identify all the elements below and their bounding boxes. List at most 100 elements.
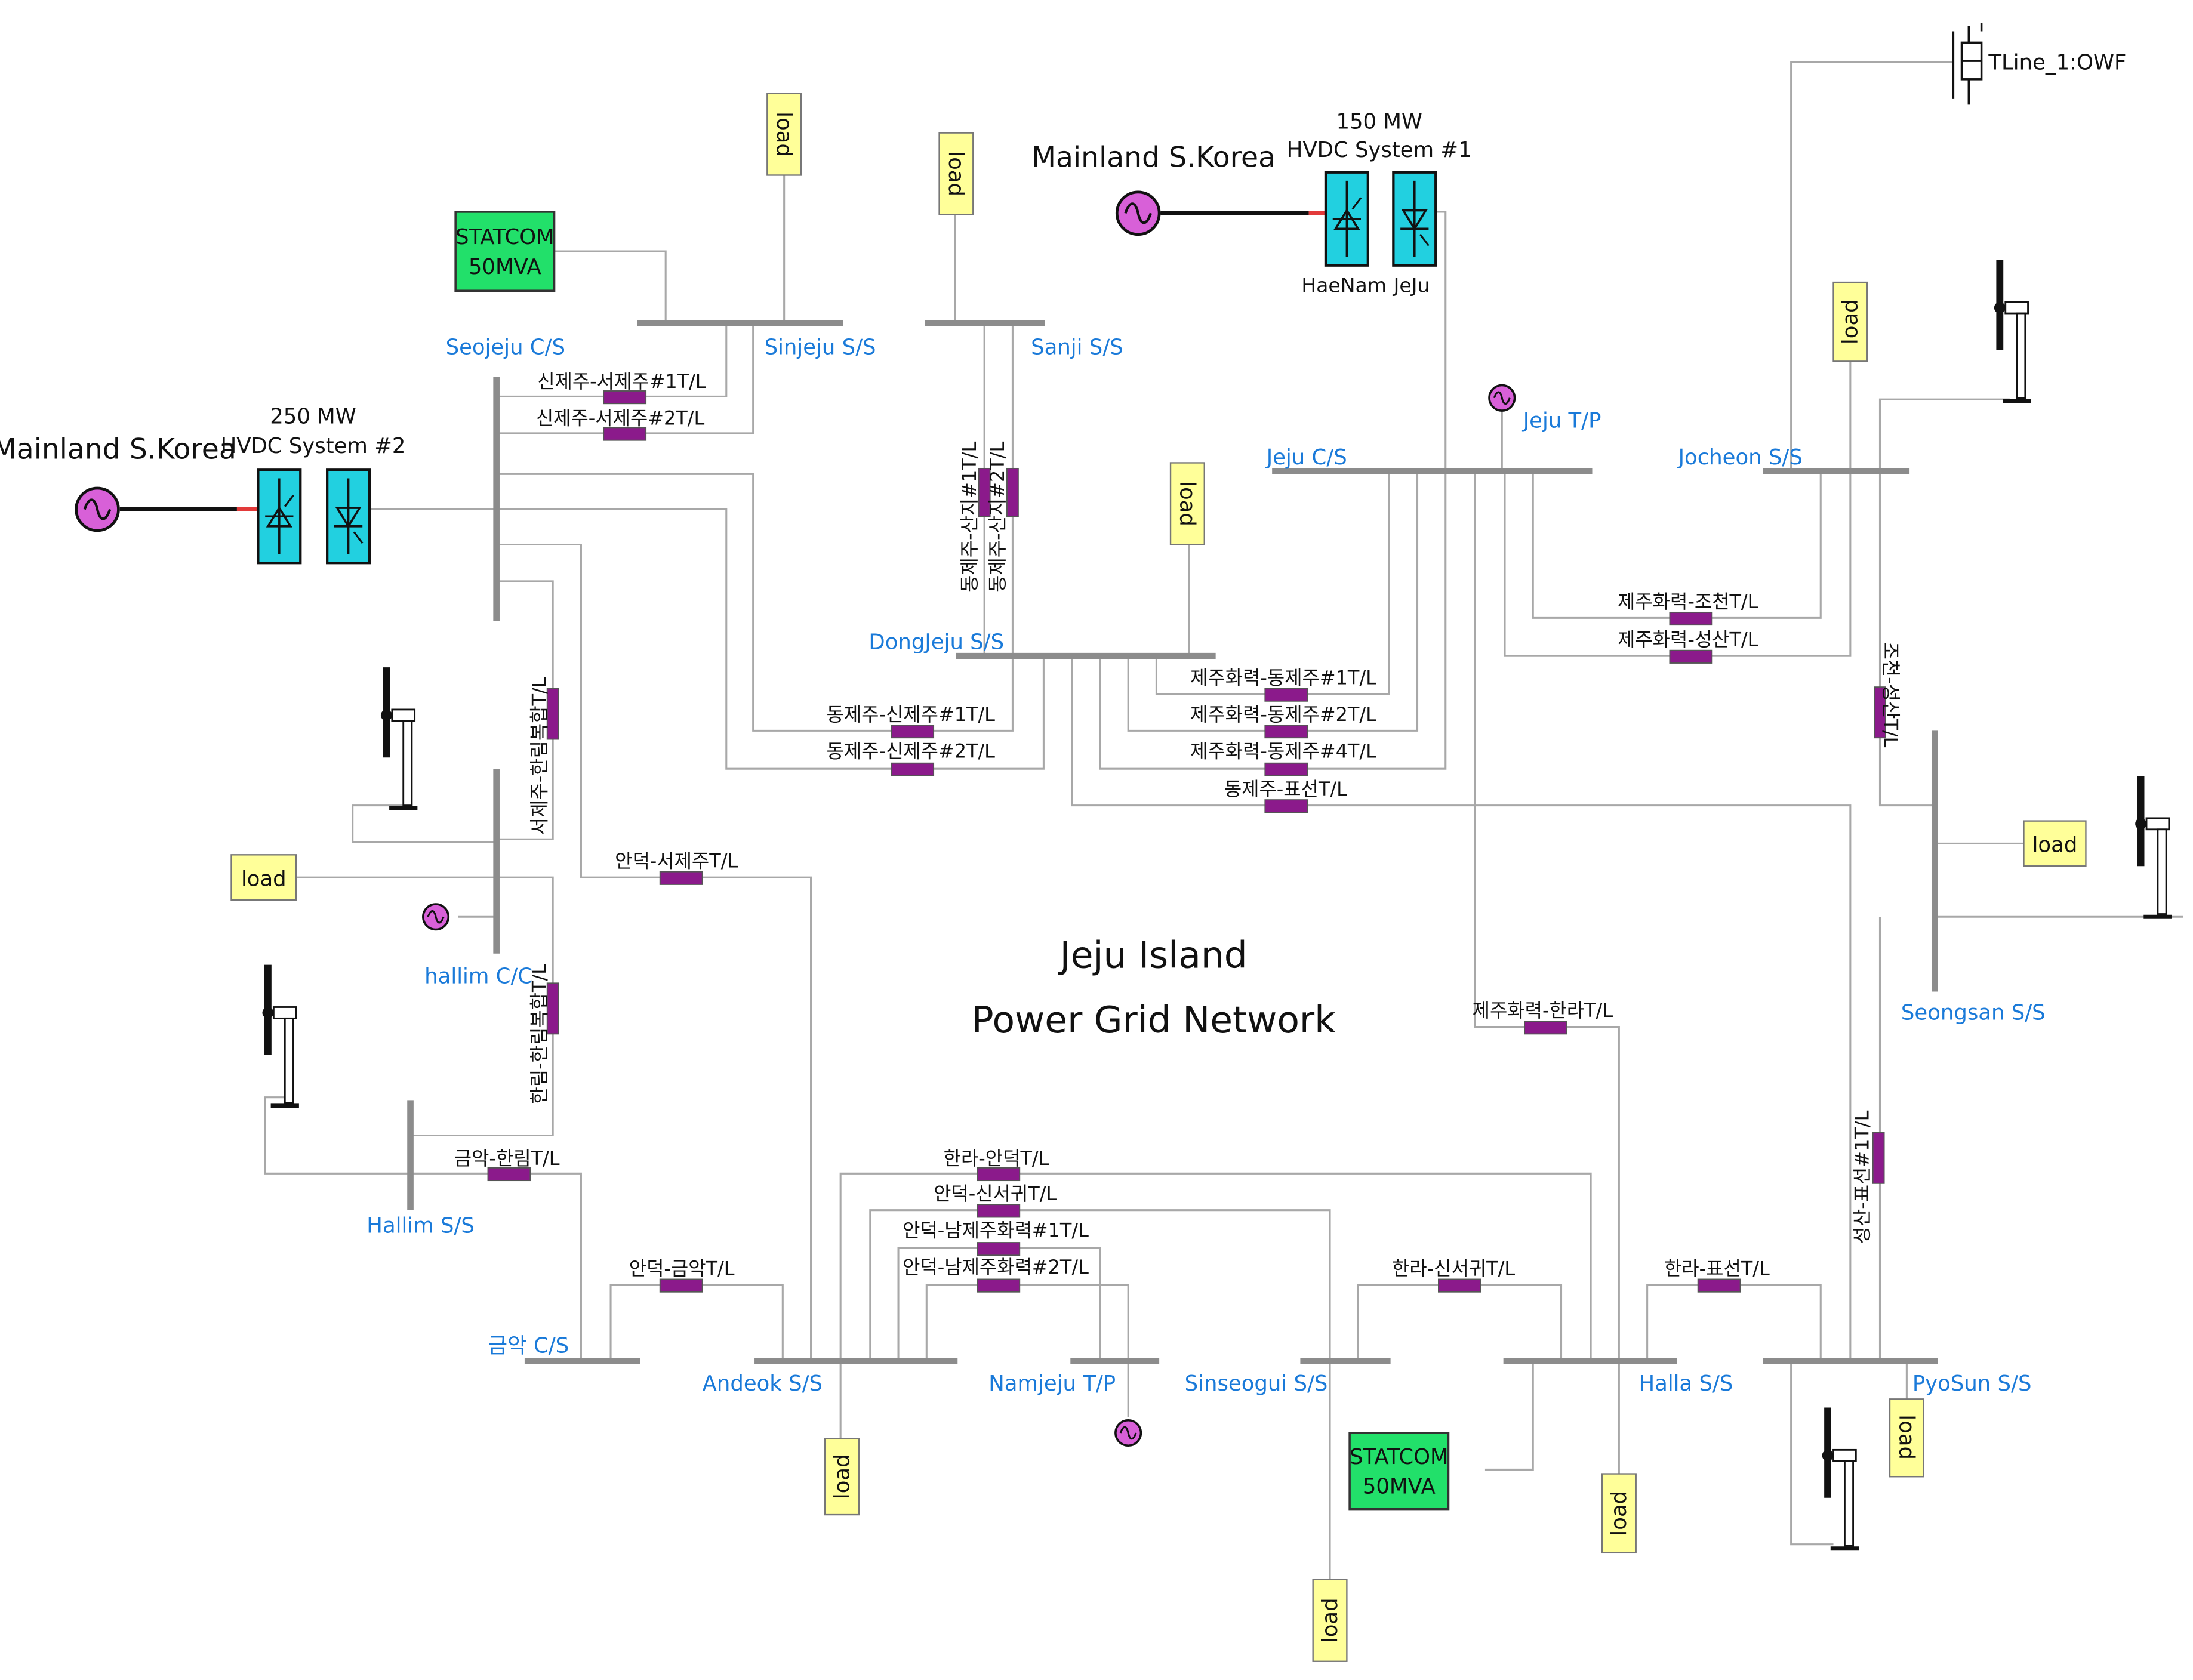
tline-box[interactable]: [1874, 686, 1886, 739]
load-seongsan[interactable]: load: [2023, 820, 2087, 867]
load-dongjeju[interactable]: load: [1169, 462, 1205, 545]
tline-label: 안덕-남제주화력#1T/L: [903, 1219, 1089, 1242]
tline-box[interactable]: [546, 688, 559, 740]
svg-text:load: load: [772, 112, 796, 157]
tline-label: 금악-한림T/L: [454, 1147, 560, 1170]
svg-text:load: load: [1175, 481, 1200, 526]
bus-label-sinjeju: Sinjeju S/S: [765, 335, 876, 360]
bus-label-halla: Halla S/S: [1638, 1371, 1733, 1396]
tline-box[interactable]: [1524, 1021, 1567, 1035]
tline-box[interactable]: [1264, 762, 1308, 776]
tline-box[interactable]: [603, 427, 647, 441]
converter-1-icon: [258, 470, 300, 563]
bus-label-namjeju: Namjeju T/P: [988, 1371, 1116, 1396]
tline-label: 제주화력-동제주#4T/L: [1190, 739, 1376, 762]
tline-box[interactable]: [1438, 1278, 1481, 1293]
wind-turbine-icon[interactable]: [1994, 260, 2031, 400]
tline-box[interactable]: [891, 724, 935, 739]
tline-label: 한라-신서귀T/L: [1392, 1257, 1515, 1280]
tline-box[interactable]: [1264, 688, 1308, 702]
svg-text:50MVA: 50MVA: [1363, 1475, 1436, 1499]
tline-label: 조천-성산T/L: [1880, 642, 1902, 748]
tline-box[interactable]: [1697, 1278, 1741, 1293]
svg-text:HVDC System #1: HVDC System #1: [1287, 138, 1472, 162]
tline-box[interactable]: [891, 762, 935, 776]
hallim-cc-generator-icon[interactable]: [422, 903, 450, 931]
tline-box[interactable]: [977, 1167, 1021, 1182]
load-hallim[interactable]: load: [230, 854, 297, 901]
svg-text:load: load: [1895, 1414, 1919, 1460]
tline-label: 제주화력-조천T/L: [1618, 590, 1758, 613]
tline-label: 신제주-서제주#2T/L: [536, 407, 705, 430]
svg-text:JeJu: JeJu: [1393, 274, 1430, 297]
tline-label: 신제주-서제주#1T/L: [537, 370, 706, 393]
load-jocheon[interactable]: load: [1832, 281, 1868, 362]
tline-label: 안덕-남제주화력#2T/L: [903, 1256, 1089, 1278]
tline-box[interactable]: [1264, 724, 1308, 739]
converter-2-icon: [327, 470, 369, 563]
svg-text:STATCOM: STATCOM: [1350, 1445, 1449, 1469]
tline-box[interactable]: [1872, 1132, 1885, 1184]
loads: load load load load load load load load: [230, 93, 2087, 1662]
tline-label: 안덕-금악T/L: [629, 1257, 735, 1280]
svg-text:HVDC System #2: HVDC System #2: [221, 434, 406, 458]
tline-label: 한라-안덕T/L: [944, 1147, 1049, 1170]
tline-box[interactable]: [977, 1278, 1021, 1293]
load-sinseogui[interactable]: load: [1312, 1579, 1348, 1662]
namjeju-generator-icon[interactable]: [1114, 1419, 1142, 1447]
load-andeok[interactable]: load: [824, 1438, 860, 1516]
svg-text:50MVA: 50MVA: [469, 255, 541, 279]
busbars: [407, 320, 1938, 1364]
tline-box[interactable]: [977, 1242, 1021, 1256]
tline-label: 한림-한림복합T/L: [528, 964, 550, 1105]
statcom-seojeju[interactable]: STATCOM 50MVA: [454, 211, 556, 292]
tline-label: 서제주-한림복합T/L: [528, 677, 550, 835]
owf-tline-icon[interactable]: [1952, 23, 1983, 105]
tline-box[interactable]: [659, 871, 703, 885]
tline-box[interactable]: [659, 1278, 703, 1293]
mainland-generator-icon: [76, 488, 119, 531]
load-halla[interactable]: load: [1601, 1473, 1637, 1554]
wind-turbine-icon[interactable]: [381, 667, 417, 808]
tline-label: 제주화력-성산T/L: [1618, 628, 1758, 651]
bus-label-seongsan: Seongsan S/S: [1901, 1001, 2046, 1025]
hvdc-system-1[interactable]: Mainland S.Korea 150 MW HVDC System #1 H…: [1031, 110, 1471, 297]
svg-text:load: load: [1607, 1491, 1631, 1536]
statcom-halla[interactable]: STATCOM 50MVA: [1348, 1432, 1450, 1511]
bus-label-sinseogui: Sinseogui S/S: [1185, 1371, 1328, 1396]
wind-turbine-icon[interactable]: [1822, 1407, 1859, 1548]
svg-text:load: load: [830, 1454, 854, 1499]
tline-box[interactable]: [546, 982, 559, 1035]
bus-label-sanji: Sanji S/S: [1031, 335, 1123, 360]
tline-label: 성산-표선#1T/L: [1851, 1110, 1874, 1244]
tline-box[interactable]: [487, 1167, 531, 1182]
bus-label-andeok: Andeok S/S: [703, 1371, 823, 1396]
bus-labels: Sinjeju S/S Sanji S/S Seojeju C/S Jeju C…: [366, 335, 2045, 1397]
tline-box[interactable]: [603, 390, 647, 405]
tline-label: 동제주-산지#1T/L: [958, 442, 981, 593]
tline-box[interactable]: [977, 1204, 1021, 1218]
tline-labels: 신제주-서제주#1T/L 신제주-서제주#2T/L 동제주-산지#1T/L 동제…: [454, 370, 1902, 1280]
tline-box[interactable]: [978, 467, 991, 517]
tline-box[interactable]: [1669, 649, 1713, 664]
tline-boxes: [487, 390, 1886, 1293]
tline-box[interactable]: [1264, 799, 1308, 813]
jeju-tp-generator-icon[interactable]: [1488, 384, 1516, 412]
svg-text:load: load: [241, 867, 287, 891]
bus-label-geumak: 금악 C/S: [488, 1333, 569, 1358]
tline-label: 한라-표선T/L: [1664, 1257, 1770, 1280]
svg-text:load: load: [1838, 299, 1863, 344]
hvdc-system-2[interactable]: Mainland S.Korea 250 MW HVDC System #2: [0, 404, 405, 563]
wind-turbine-icon[interactable]: [262, 965, 298, 1106]
bus-label-dongjeju: DongJeju S/S: [868, 630, 1004, 654]
svg-text:HaeNam: HaeNam: [1301, 274, 1387, 297]
bus-label-jeju-tp: Jeju T/P: [1522, 408, 1601, 433]
wind-turbine-icon[interactable]: [2135, 776, 2172, 917]
tline-label: 동제주-산지#2T/L: [986, 442, 1009, 593]
tline-box[interactable]: [1006, 467, 1019, 517]
load-pyosun[interactable]: load: [1889, 1398, 1924, 1478]
load-sinjeju[interactable]: load: [766, 93, 802, 176]
load-sanji[interactable]: load: [938, 132, 974, 215]
tline-box[interactable]: [1669, 611, 1713, 626]
